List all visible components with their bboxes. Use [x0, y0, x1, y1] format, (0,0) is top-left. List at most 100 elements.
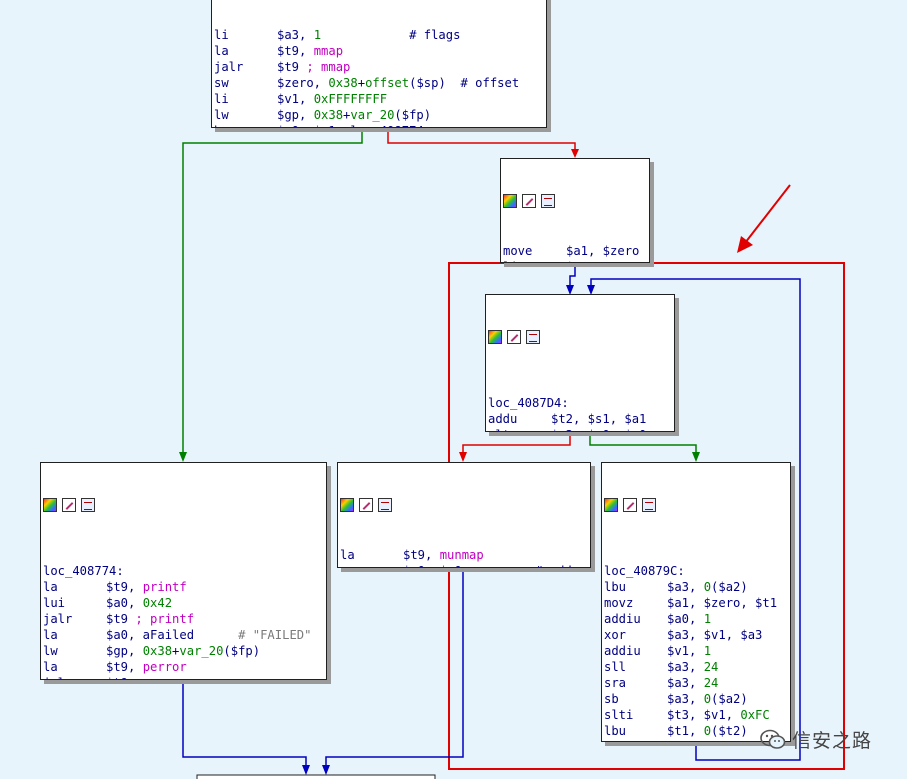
code-block-loop-body[interactable]: loc_40879C:lbu$a3, 0($a2)movz$a1, $zero,…	[601, 462, 791, 742]
instruction-line[interactable]: beq$v0, $v1, loc_408774	[214, 123, 546, 127]
edge-loop-back	[587, 278, 801, 761]
edit-icon[interactable]	[522, 194, 536, 208]
immediate: 0	[703, 724, 712, 738]
color-icon[interactable]	[503, 194, 517, 208]
immediate: 24	[703, 676, 719, 690]
graph-icon[interactable]	[541, 194, 555, 208]
edge-top-to-failed	[179, 128, 363, 462]
instruction-line[interactable]: sll$a3, 24	[604, 659, 790, 675]
instruction-line[interactable]: lw$gp, 0x38+var_20($fp)	[214, 107, 546, 123]
instruction-line[interactable]: li$v1, 1	[503, 259, 649, 262]
instruction-line[interactable]: la$t9, perror	[43, 659, 326, 675]
operand: $v1, $t0, $t3	[667, 740, 762, 741]
code-block-munmap[interactable]: la$t9, munmapmove$a0, $v0 # addrjalr$t9 …	[337, 462, 591, 568]
color-icon[interactable]	[488, 330, 502, 344]
mnemonic: xor	[604, 628, 627, 642]
operand: $a3,	[667, 676, 704, 690]
operand: ($a2)	[711, 692, 748, 706]
instruction-line[interactable]: la$t9, munmap	[340, 547, 590, 563]
blank-line	[488, 379, 674, 395]
immediate: 0	[703, 692, 712, 706]
comment: # flags	[321, 28, 461, 42]
immediate: 1	[603, 260, 610, 262]
operand: ($a2)	[711, 580, 748, 594]
graph-icon[interactable]	[81, 498, 95, 512]
instruction-line[interactable]: lbu$t1, 0($t2)	[604, 723, 790, 739]
operand: $t9	[106, 676, 135, 679]
instruction-line[interactable]: addiu$v1, 1	[604, 643, 790, 659]
instruction-line[interactable]: la$a0, aFailed # "FAILED"	[43, 627, 326, 643]
operand: $a3, $a0, $s0	[551, 428, 646, 431]
operand: $a1, $zero, $t1	[667, 596, 778, 610]
operand: +	[172, 644, 180, 658]
instruction-line[interactable]: addu$t2, $s1, $a1	[488, 411, 674, 427]
function-ref[interactable]: printf	[142, 580, 187, 594]
color-icon[interactable]	[604, 498, 618, 512]
graph-icon[interactable]	[378, 498, 392, 512]
operand: ($fp)	[394, 108, 432, 122]
code-block-loop-head[interactable]: loc_4087D4:addu$t2, $s1, $a1sltu$a3, $a0…	[485, 294, 675, 432]
instruction-line[interactable]: addiu$a0, 1	[604, 611, 790, 627]
instruction-line[interactable]: xor$a3, $v1, $a3	[604, 627, 790, 643]
function-ref[interactable]: mmap	[313, 44, 344, 58]
instruction-line[interactable]: move $a1, $zero	[503, 243, 649, 259]
operand: $v0, $v1, loc_408774	[277, 124, 424, 127]
instruction-line[interactable]: sw$zero, 0x38+offset($sp) # offset	[214, 75, 546, 91]
instruction-line[interactable]: sb$a3, 0($a2)	[604, 691, 790, 707]
exit-block-partial	[196, 774, 436, 779]
instruction-line[interactable]: sra$a3, 24	[604, 675, 790, 691]
instruction-line[interactable]: jalr$t9 ; perror	[43, 675, 326, 679]
mnemonic: move	[503, 244, 533, 258]
wechat-icon	[760, 729, 786, 751]
instruction-line[interactable]: li$a3, 1 # flags	[214, 27, 546, 43]
color-icon[interactable]	[340, 498, 354, 512]
instruction-line[interactable]: la$t9, printf	[43, 579, 326, 595]
immediate: 1	[703, 644, 712, 658]
function-ref[interactable]: ; mmap	[306, 60, 351, 74]
mnemonic: sw	[214, 76, 229, 90]
instruction-line[interactable]: jalr$t9 ; mmap	[214, 59, 546, 75]
operand: $t9,	[277, 44, 314, 58]
instruction-line[interactable]: lbu$a3, 0($a2)	[604, 579, 790, 595]
block-header	[602, 495, 790, 515]
instruction-line[interactable]: jalr$t9 ; printf	[43, 611, 326, 627]
instruction-line[interactable]: slti$t3, $v1, 0xFC	[604, 707, 790, 723]
comment: # "FAILED"	[238, 628, 312, 642]
function-ref[interactable]: ; perror	[135, 676, 194, 679]
instruction-line[interactable]: lui$a0, 0x42	[43, 595, 326, 611]
edit-icon[interactable]	[359, 498, 373, 512]
graph-icon[interactable]	[642, 498, 656, 512]
edit-icon[interactable]	[507, 330, 521, 344]
edge-failed-to-exit	[182, 680, 310, 775]
instruction-line[interactable]: la$t9, mmap	[214, 43, 546, 59]
immediate: 1	[313, 28, 322, 42]
operand: $a1, $zero	[566, 244, 640, 258]
graph-icon[interactable]	[526, 330, 540, 344]
code-block-init[interactable]: move$a1, $zeroli$v1, 1move$a0, $zerobloc…	[500, 158, 650, 263]
function-ref[interactable]: ; printf	[135, 612, 195, 626]
function-ref[interactable]: munmap	[439, 548, 484, 562]
instruction-line[interactable]: li$v1, 0xFFFFFFFF	[214, 91, 546, 107]
code-label[interactable]: loc_408774:	[43, 564, 124, 578]
edit-icon[interactable]	[62, 498, 76, 512]
block-header	[486, 327, 674, 347]
instruction-line[interactable]: movz$v1, $t0, $t3	[604, 739, 790, 741]
edit-icon[interactable]	[623, 498, 637, 512]
comment: # addr	[535, 564, 579, 567]
mnemonic: lbu	[604, 724, 627, 738]
color-icon[interactable]	[43, 498, 57, 512]
instruction-line[interactable]: move$a0, $v0 # addr	[340, 563, 590, 567]
code-label[interactable]: loc_4087D4:	[488, 396, 569, 410]
instruction-line[interactable]: lw$gp, 0x38+var_20($fp)	[43, 643, 326, 659]
instruction-line[interactable]: movz$a1, $zero, $t1	[604, 595, 790, 611]
operand: $a0, $v0	[403, 564, 535, 567]
mnemonic: lw	[43, 644, 58, 658]
instruction-line[interactable]: sltu$a3, $a0, $s0	[488, 427, 674, 431]
operand: $t9	[277, 60, 307, 74]
code-label[interactable]: loc_40879C:	[604, 564, 685, 578]
operand: $v1,	[667, 644, 704, 658]
watermark-text: 信安之路	[792, 730, 873, 752]
function-ref[interactable]: perror	[142, 660, 187, 674]
